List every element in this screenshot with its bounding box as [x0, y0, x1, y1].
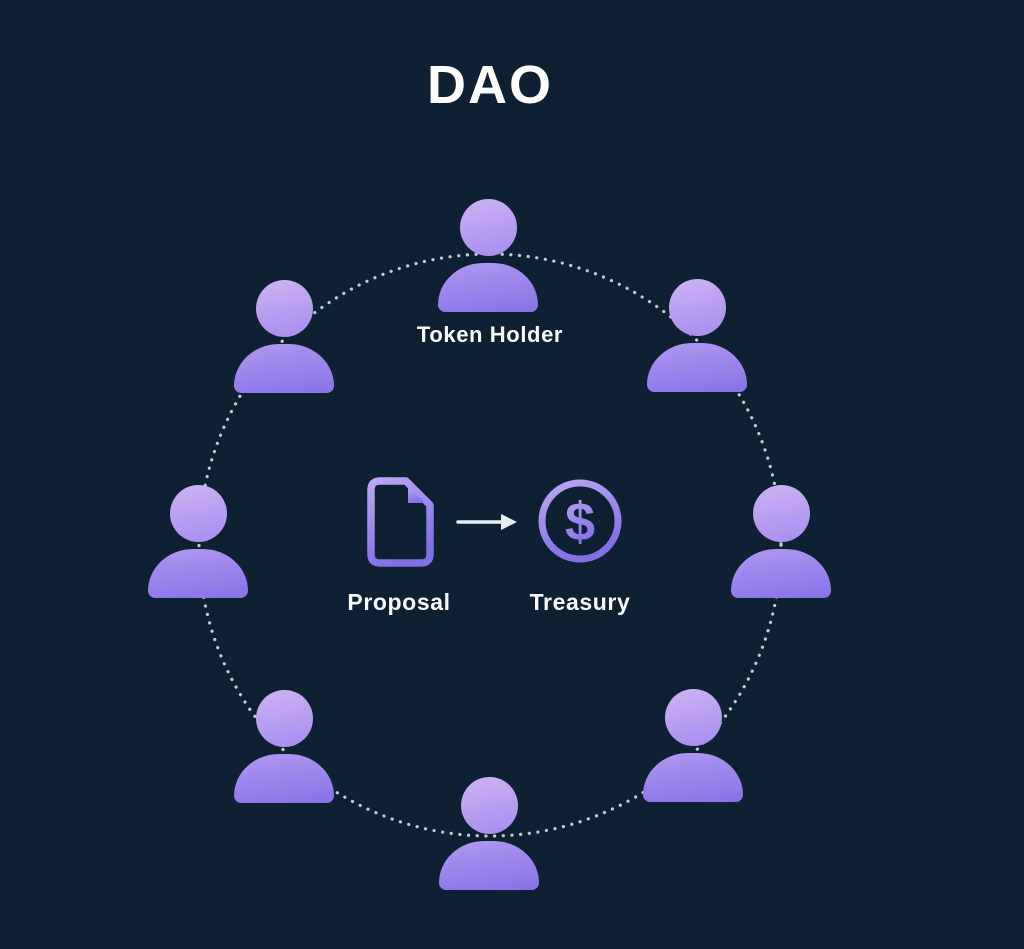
person-icon-bottom-right — [643, 689, 743, 802]
person-head — [255, 690, 313, 747]
right-arrow-icon — [456, 514, 517, 530]
proposal-label: Proposal — [347, 589, 451, 615]
page-title: DAO — [427, 55, 553, 115]
person-head — [668, 279, 726, 336]
person-body — [234, 754, 334, 803]
person-head — [255, 280, 313, 337]
person-body — [438, 263, 538, 312]
person-body — [148, 549, 248, 598]
person-icon-bottom-left — [234, 690, 334, 803]
person-icon-top-right — [647, 279, 747, 392]
document-icon — [367, 477, 434, 567]
person-head — [752, 485, 810, 542]
person-icon-top — [438, 199, 538, 312]
person-icon-top-left — [234, 280, 334, 393]
token-holder-label: Token Holder — [416, 322, 564, 347]
person-head — [664, 689, 722, 746]
person-body — [731, 549, 831, 598]
person-head — [460, 777, 518, 834]
person-icon-right — [731, 485, 831, 598]
person-body — [234, 344, 334, 393]
person-body — [439, 841, 539, 890]
person-body — [643, 753, 743, 802]
person-head — [459, 199, 517, 256]
person-icon-bottom — [439, 777, 539, 890]
person-body — [647, 343, 747, 392]
treasury-label: Treasury — [529, 589, 631, 615]
person-icon-left — [148, 485, 248, 598]
dollar-coin-icon: $ — [538, 479, 622, 563]
svg-text:$: $ — [565, 492, 595, 552]
person-head — [169, 485, 227, 542]
